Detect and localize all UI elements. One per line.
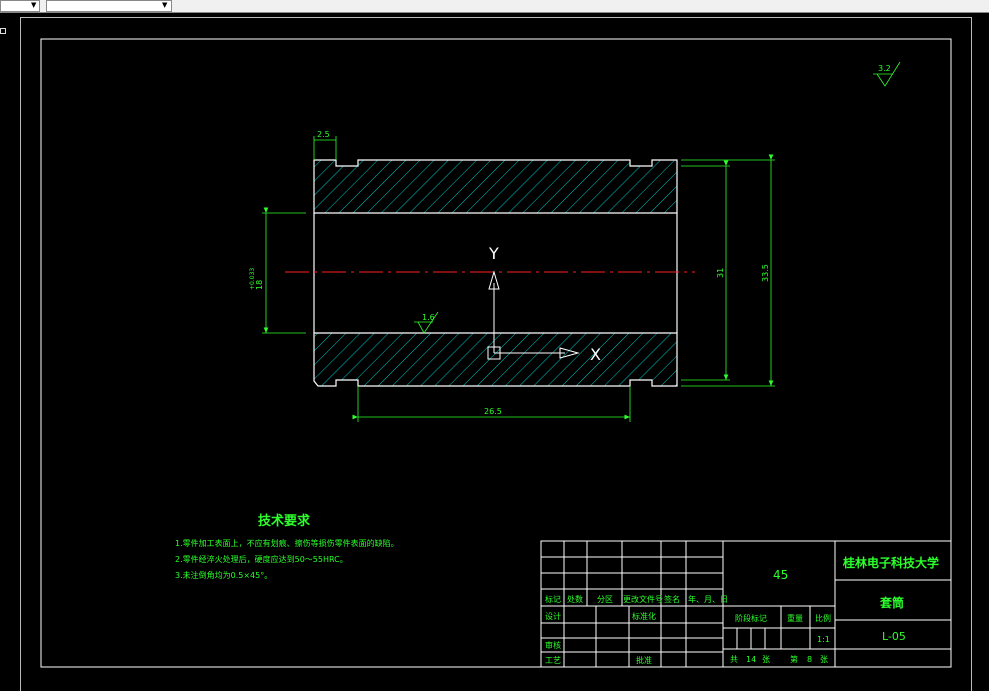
weight: 重量 (787, 613, 803, 623)
dim-outer-right: 33.5 (761, 264, 770, 282)
sheets-total-label: 共 (730, 655, 738, 664)
ucs-marker (0, 28, 6, 34)
stage-mark: 阶段标记 (735, 613, 767, 623)
col-change-file: 更改文件号 (623, 594, 663, 604)
dim-bore-tolerance: +0.033 (249, 268, 256, 290)
col-count: 处数 (567, 594, 583, 604)
tech-req-line-3: 3.未注倒角均为0.5×45°。 (175, 570, 272, 580)
sleeve-top-section (313, 159, 678, 214)
ucs-x-arrow (559, 347, 580, 359)
chevron-down-icon[interactable]: ▼ (31, 1, 37, 9)
sheet-no-label: 第 (790, 654, 798, 664)
tech-req-line-2: 2.零件经淬火处理后，硬度应达到50～55HRC。 (175, 554, 348, 564)
ucs-origin-box (487, 346, 501, 360)
row-design: 设计 (545, 611, 561, 621)
part-name: 套筒 (879, 595, 904, 610)
col-zone: 分区 (597, 595, 613, 604)
ucs-y-arrow (488, 270, 500, 290)
sheets-total: 14 (746, 655, 756, 664)
dim-bore: 18 (255, 280, 264, 290)
col-date: 年、月、日 (688, 594, 728, 604)
roughness-label: 3.2 (878, 64, 891, 73)
drawing-frame (40, 38, 952, 668)
ratio: 比例 (815, 613, 831, 623)
row-process: 工艺 (545, 656, 561, 665)
dimension-lines (262, 61, 901, 422)
dim-top-left: 2.5 (317, 130, 330, 139)
sheets-unit-1: 张 (762, 655, 770, 664)
school-name: 桂林电子科技大学 (842, 555, 939, 570)
col-mark: 标记 (545, 594, 561, 604)
tech-req-title: 技术要求 (258, 513, 311, 529)
title-block-grid (540, 540, 952, 668)
row-standard: 标准化 (632, 611, 656, 621)
axis-x-label: X (590, 345, 601, 364)
drawing-viewport[interactable] (20, 17, 972, 691)
dim-inner-right: 31 (716, 268, 725, 278)
col-sign: 签名 (664, 594, 680, 604)
roughness-inner-label: 1.6 (422, 313, 435, 322)
material: 45 (773, 568, 788, 582)
ratio-value: 1:1 (817, 635, 830, 644)
tech-req-line-1: 1.零件加工表面上，不应有划痕、擦伤等损伤零件表面的缺陷。 (175, 538, 399, 548)
toolbar-strip: ▼ ▼ (0, 0, 989, 13)
dim-bottom: 26.5 (484, 407, 502, 416)
chevron-down-icon[interactable]: ▼ (162, 1, 168, 9)
sheet-no: 8 (807, 655, 812, 664)
sheets-unit-2: 张 (820, 655, 828, 664)
layer-dropdown[interactable] (0, 0, 40, 12)
axis-y-label: Y (488, 244, 499, 263)
drawing-number: L-05 (882, 630, 906, 643)
style-dropdown[interactable] (46, 0, 172, 12)
row-review: 审核 (545, 640, 561, 650)
row-approve: 批准 (636, 655, 652, 665)
